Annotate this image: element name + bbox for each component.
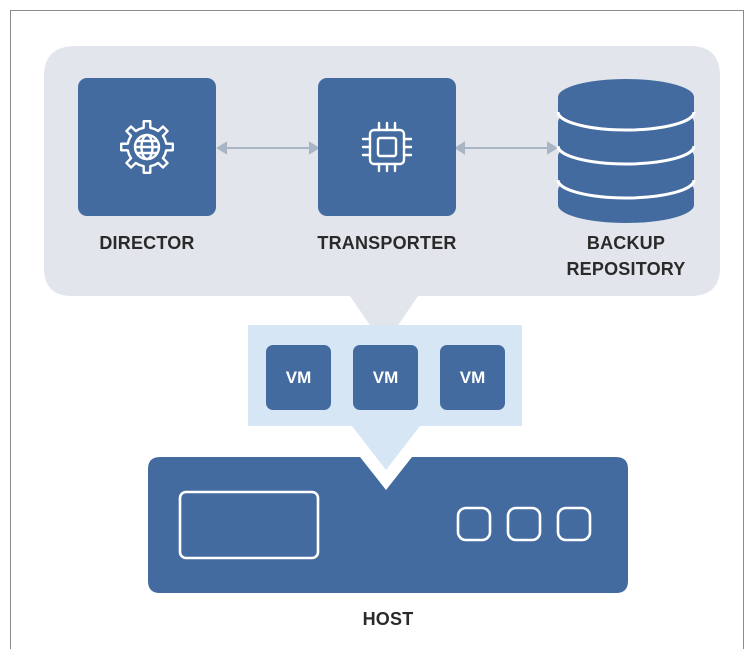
cpu-chip-icon [361, 121, 413, 173]
host-box [148, 457, 628, 593]
vm-box [266, 345, 331, 410]
vm-label: VM [285, 368, 312, 387]
connector-transporter-repository [454, 141, 558, 155]
host-label: HOST [362, 609, 414, 629]
transporter-box [318, 78, 456, 216]
gear-globe-icon [120, 120, 174, 174]
host-port [456, 506, 492, 542]
vm-label: VM [372, 368, 399, 387]
repository-label-line2: REPOSITORY [566, 259, 686, 279]
host-display-slot [178, 490, 320, 560]
director-label: DIRECTOR [99, 233, 195, 253]
vm-box [440, 345, 505, 410]
database-icon [556, 79, 696, 223]
connector-director-transporter [216, 141, 320, 155]
host-port [556, 506, 592, 542]
vm-box [353, 345, 418, 410]
vm-label: VM [459, 368, 486, 387]
transporter-label: TRANSPORTER [317, 233, 457, 253]
host-port [506, 506, 542, 542]
repository-label-line1: BACKUP [586, 233, 666, 253]
